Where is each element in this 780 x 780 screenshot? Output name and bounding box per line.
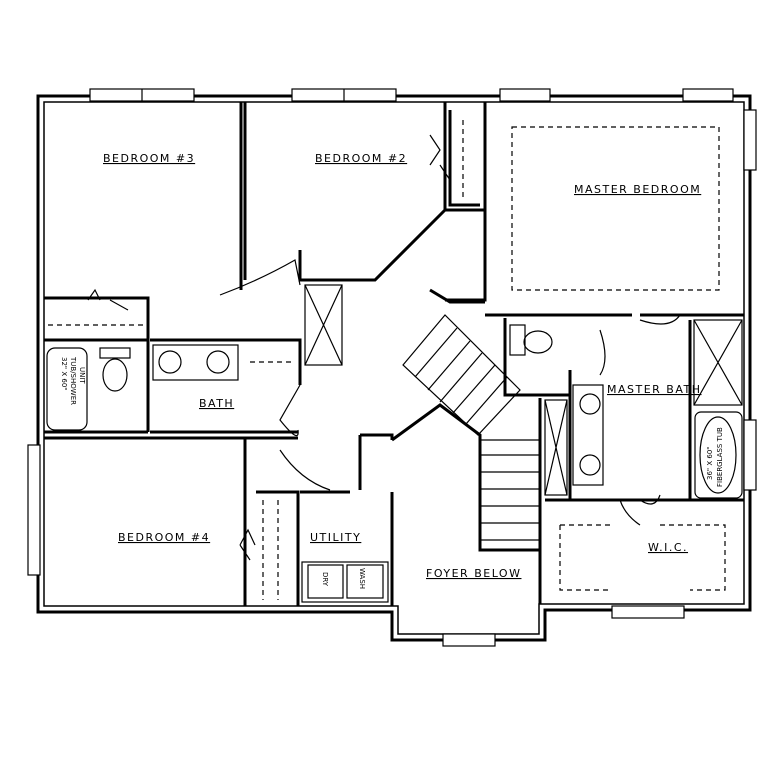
label-wic: W.I.C. <box>648 541 688 554</box>
label-bedroom-2: BEDROOM #2 <box>315 152 407 165</box>
closet-markings <box>48 120 743 600</box>
washer-label: WASH <box>358 568 366 589</box>
label-master-bedroom: MASTER BEDROOM <box>574 183 701 196</box>
tub-label-1: UNIT <box>78 367 86 384</box>
exterior-walls <box>36 94 752 642</box>
label-utility: UTILITY <box>310 531 361 544</box>
label-master-bath: MASTER BATH <box>607 383 702 396</box>
label-bedroom-4: BEDROOM #4 <box>118 531 210 544</box>
label-bedroom-3: BEDROOM #3 <box>103 152 195 165</box>
fixture-labels: UNIT TUB/SHOWER 32" X 60" 36" X 60" FIBE… <box>60 356 724 589</box>
tub-label-3: 32" X 60" <box>60 357 68 391</box>
windows <box>27 88 757 647</box>
room-labels: BEDROOM #3 BEDROOM #2 MASTER BEDROOM BAT… <box>103 152 702 580</box>
tub-label-2: TUB/SHOWER <box>69 356 77 405</box>
staircase <box>402 314 541 551</box>
door-swings <box>87 134 681 561</box>
bath-fixtures <box>46 324 743 603</box>
label-foyer-below: FOYER BELOW <box>426 567 521 580</box>
label-bath: BATH <box>199 397 234 410</box>
dryer-label: DRY <box>321 572 329 587</box>
fiberglass-label-1: 36" X 60" <box>706 447 714 481</box>
fiberglass-label-2: FIBERGLASS TUB <box>716 427 724 487</box>
interior-walls <box>44 102 744 606</box>
